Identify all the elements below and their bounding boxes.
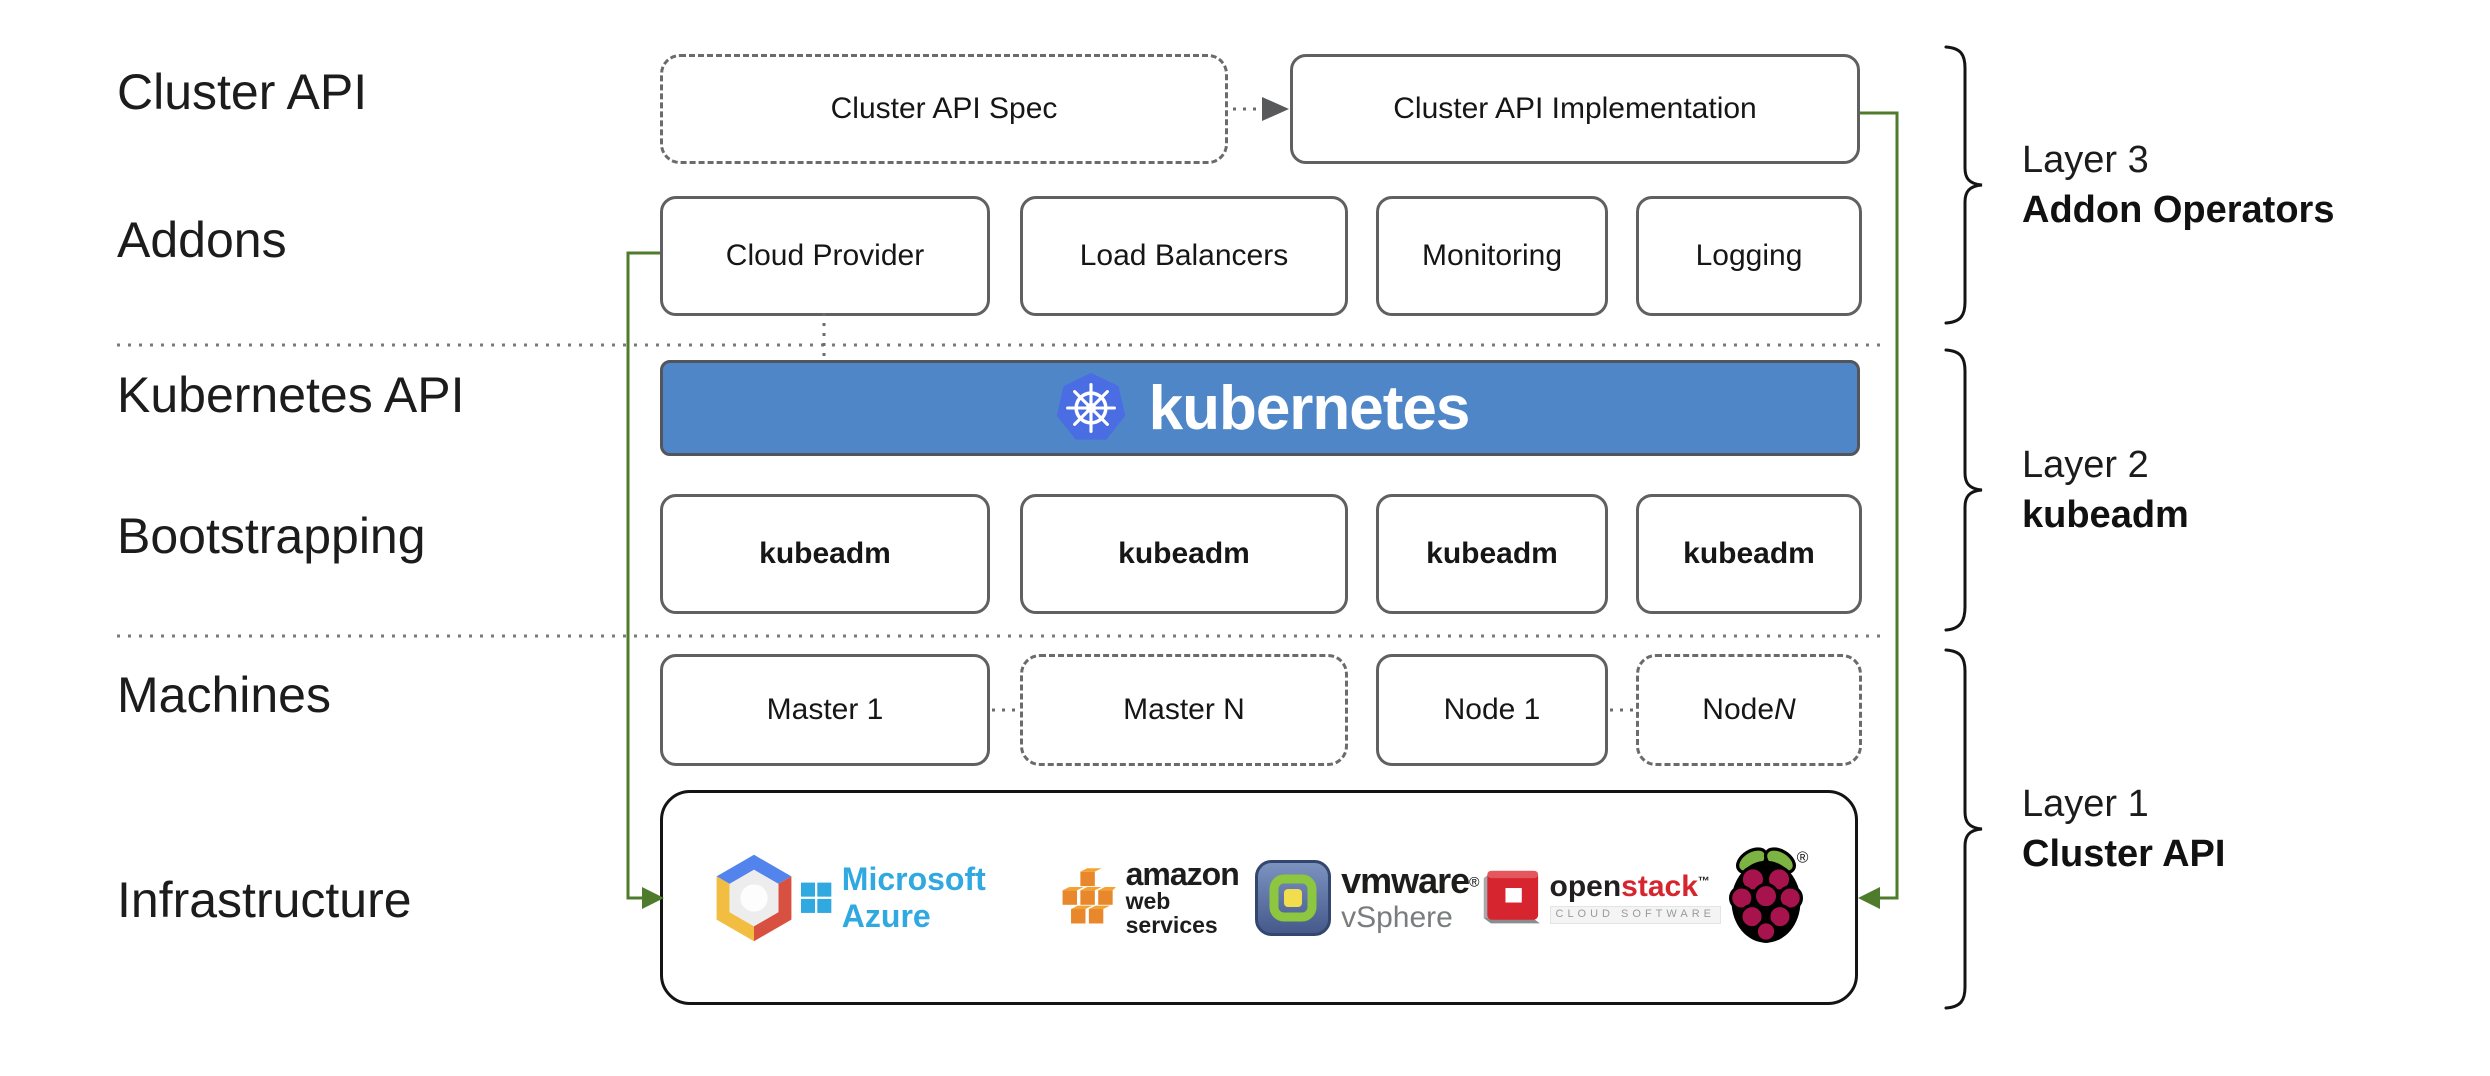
layer-3-subtitle: Addon Operators: [2022, 189, 2335, 231]
raspberry-pi-registered-mark: ®: [1797, 849, 1809, 866]
kubeadm-box-1: kubeadm: [660, 494, 990, 614]
openstack-cloud-software-label: CLOUD SOFTWARE: [1549, 906, 1721, 925]
layer-3-brace: [1944, 45, 1983, 325]
openstack-logo: openstack™ CLOUD SOFTWARE: [1480, 869, 1721, 927]
spec-to-implementation-arrow: [1233, 97, 1289, 121]
addon-label: Cloud Provider: [725, 239, 925, 272]
kubeadm-label: kubeadm: [1118, 537, 1250, 570]
layer-2-subtitle: kubeadm: [2022, 494, 2189, 536]
google-cloud-hexagon-icon: [716, 854, 792, 941]
cluster-api-spec-label: Cluster API Spec: [830, 92, 1058, 125]
raspberry-pi-logo: ®: [1721, 844, 1811, 952]
row-label-bootstrapping: Bootstrapping: [117, 508, 426, 564]
vmware-vsphere-logo: vmware® vSphere: [1255, 859, 1480, 936]
infrastructure-box: Microsoft Azure amazon web services: [660, 790, 1858, 1005]
openstack-cube-icon: [1483, 870, 1540, 923]
kubernetes-banner: kubernetes: [660, 360, 1860, 456]
kubernetes-wordmark: kubernetes: [1148, 373, 1471, 443]
addon-label: Monitoring: [1421, 239, 1563, 272]
microsoft-window-icon: [801, 882, 832, 913]
machine-box-master-n: Master N: [1020, 654, 1348, 766]
layer-1-subtitle: Cluster API: [2022, 833, 2226, 875]
cluster-api-implementation-label: Cluster API Implementation: [1393, 92, 1757, 125]
layer-3-annotation: Layer 3 Addon Operators: [2022, 135, 2334, 235]
raspberry-pi-icon: ®: [1728, 846, 1809, 943]
amazon-wordmark: amazon: [1125, 855, 1240, 892]
addon-label: Logging: [1695, 239, 1803, 272]
row-label-kubernetes-api: Kubernetes API: [117, 367, 465, 423]
kubeadm-box-2: kubeadm: [1020, 494, 1348, 614]
openstack-wordmark-open: open: [1549, 869, 1622, 903]
azure-wordmark: Microsoft Azure: [841, 860, 986, 934]
implementation-to-infrastructure-connector: [1858, 111, 1899, 909]
machine-box-node-n: Node N: [1636, 654, 1862, 766]
aws-logo: amazon web services: [1060, 855, 1256, 939]
vmware-wordmark: vmware: [1341, 859, 1470, 901]
vmware-puzzle-icon: [1255, 859, 1332, 936]
layer-1-title: Layer 1: [2022, 782, 2149, 825]
vsphere-label: vSphere: [1341, 900, 1453, 934]
machine-label: Master N: [1123, 693, 1245, 726]
machine-label: Master 1: [766, 693, 884, 726]
layer-2-brace: [1944, 348, 1983, 632]
kubernetes-helm-icon: [1056, 372, 1125, 440]
vmware-registered-mark: ®: [1469, 873, 1480, 890]
kubeadm-box-3: kubeadm: [1376, 494, 1608, 614]
machine-box-node-1: Node 1: [1376, 654, 1608, 766]
machine-label: Node 1: [1443, 693, 1541, 726]
layer-3-title: Layer 3: [2022, 138, 2149, 181]
google-cloud-logo: [707, 851, 801, 945]
row-label-infrastructure: Infrastructure: [117, 872, 412, 928]
layer-1-brace: [1944, 648, 1983, 1010]
aws-web-services-label: web services: [1125, 888, 1218, 939]
layer-2-annotation: Layer 2 kubeadm: [2022, 440, 2189, 540]
machine-label-suffix: N: [1774, 693, 1796, 726]
kubeadm-label: kubeadm: [1426, 537, 1558, 570]
kubeadm-box-4: kubeadm: [1636, 494, 1862, 614]
microsoft-azure-logo: Microsoft Azure: [801, 861, 1060, 935]
row-label-addons: Addons: [117, 212, 287, 268]
infrastructure-logos: Microsoft Azure amazon web services: [663, 793, 1855, 1002]
row-label-machines: Machines: [117, 667, 331, 723]
kubeadm-label: kubeadm: [1683, 537, 1815, 570]
cluster-api-implementation-box: Cluster API Implementation: [1290, 54, 1860, 164]
row-label-cluster-api: Cluster API: [117, 64, 368, 120]
addon-box-monitoring: Monitoring: [1376, 196, 1608, 316]
layer-2-title: Layer 2: [2022, 443, 2149, 486]
kubeadm-label: kubeadm: [759, 537, 891, 570]
machine-label: Node: [1702, 693, 1775, 726]
layer-1-annotation: Layer 1 Cluster API: [2022, 779, 2225, 879]
cloud-provider-to-infrastructure-connector: [626, 251, 664, 909]
addon-box-logging: Logging: [1636, 196, 1862, 316]
aws-boxes-icon: [1062, 867, 1116, 923]
openstack-trademark: ™: [1697, 873, 1710, 888]
addon-box-cloud-provider: Cloud Provider: [660, 196, 990, 316]
addon-label: Load Balancers: [1079, 239, 1289, 272]
cluster-api-spec-box: Cluster API Spec: [660, 54, 1228, 164]
addon-box-load-balancers: Load Balancers: [1020, 196, 1348, 316]
machine-box-master-1: Master 1: [660, 654, 990, 766]
openstack-wordmark-stack: stack: [1621, 869, 1698, 903]
